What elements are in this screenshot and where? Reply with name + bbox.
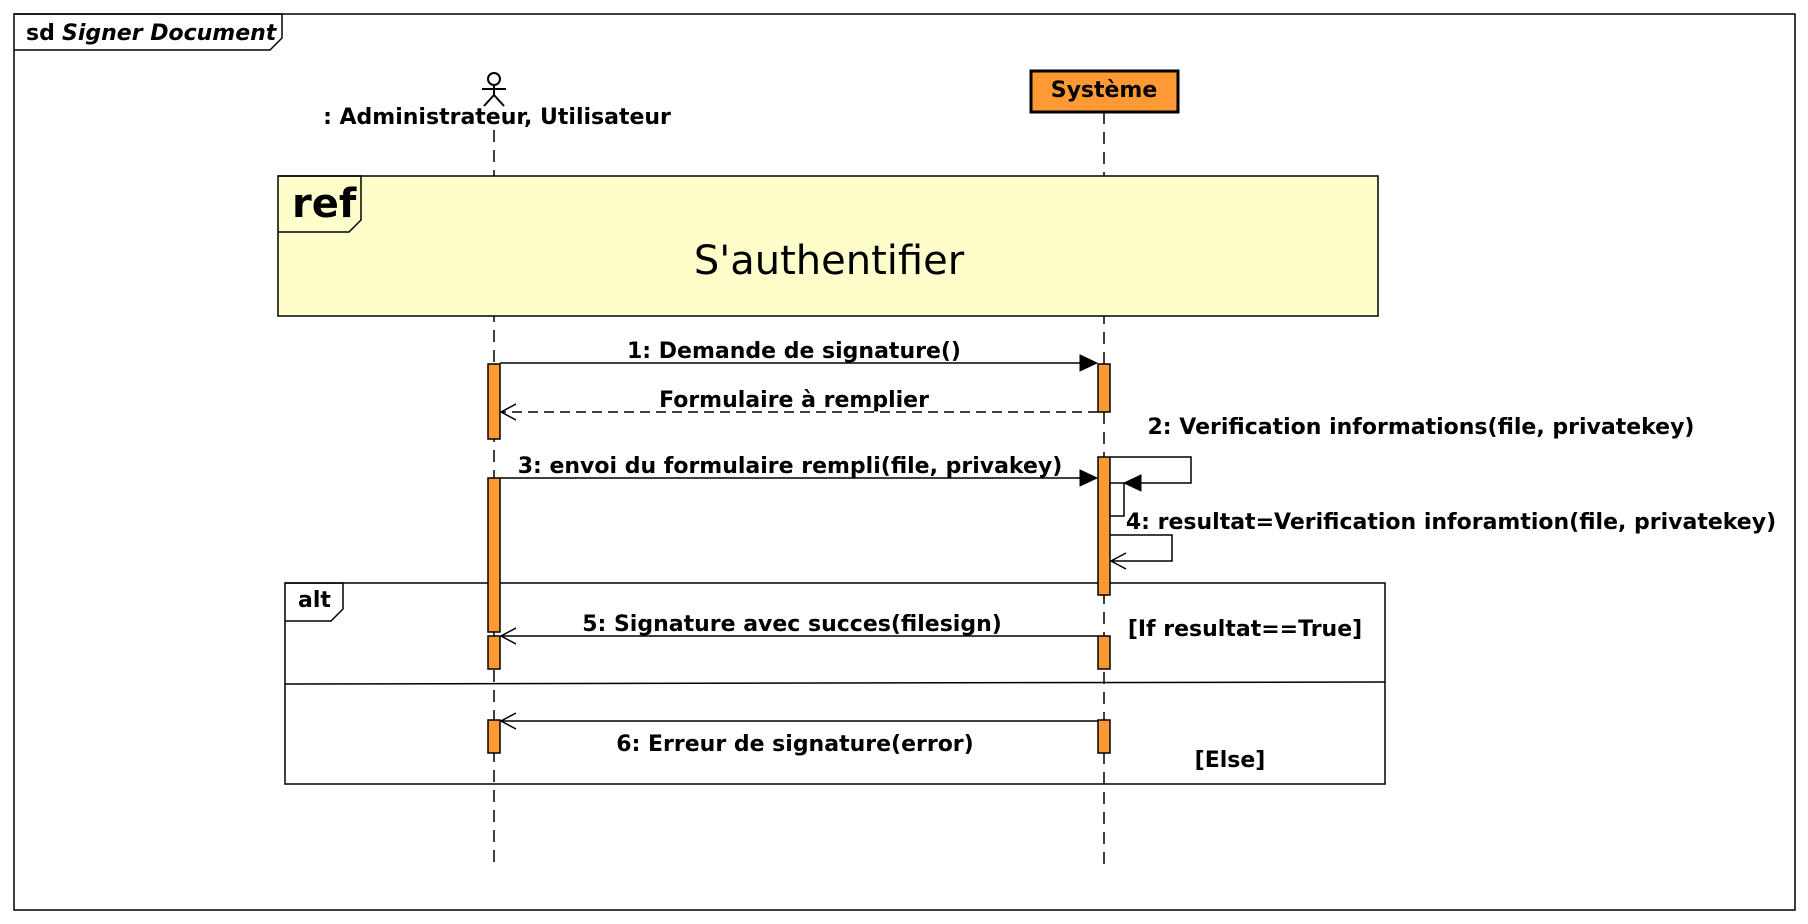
system-activation-nested: [1109, 482, 1125, 517]
open-arrowhead-icon: [499, 627, 517, 645]
alt-separator: [284, 681, 1386, 685]
message-2-label: 2: Verification informations(file, priva…: [1148, 415, 1695, 440]
sd-frame: sd Signer Document: [13, 13, 1796, 911]
actor-activation-4: [487, 719, 501, 754]
message-1: 1: Demande de signature(): [500, 339, 1099, 372]
actor-activation-3: [487, 635, 501, 670]
actor-label: : Administrateur, Utilisateur: [323, 105, 671, 130]
sd-frame-tab: [14, 13, 283, 51]
reply-1-label: Formulaire à remplier: [659, 388, 929, 413]
ref-box: [277, 175, 1379, 317]
system-activation-4: [1097, 719, 1111, 754]
stick-figure-icon: [482, 72, 506, 107]
alt-fragment: alt [If resultat==True] [Else]: [284, 582, 1386, 785]
open-arrowhead-icon: [499, 403, 517, 421]
system-label: Système: [1051, 78, 1158, 103]
ref-name: S'authentifier: [694, 238, 965, 284]
message-6-label: 6: Erreur de signature(error): [616, 732, 973, 757]
open-arrowhead-icon: [499, 712, 517, 730]
system-activation-3: [1097, 635, 1111, 670]
filled-arrowhead-icon: [1079, 354, 1099, 372]
message-5-label: 5: Signature avec succes(filesign): [582, 612, 1002, 637]
message-5: 5: Signature avec succes(filesign): [499, 612, 1098, 645]
ref-tag: ref: [292, 181, 357, 227]
alt-tag: alt: [298, 588, 331, 613]
reply-1: Formulaire à remplier: [499, 388, 1098, 421]
alt-tab: [285, 582, 344, 622]
actor-lifeline: : Administrateur, Utilisateur: [323, 72, 671, 866]
open-arrowhead-icon: [1109, 552, 1127, 570]
filled-arrowhead-icon: [1079, 469, 1099, 487]
sd-title: Signer Document: [62, 21, 278, 46]
guard-true: [If resultat==True]: [1128, 617, 1362, 642]
guard-else: [Else]: [1195, 748, 1266, 773]
ref-tab: [278, 175, 362, 233]
message-2: 2: Verification informations(file, priva…: [1110, 415, 1695, 492]
filled-arrowhead-icon: [1122, 474, 1142, 492]
message-4-label: 4: resultat=Verification inforamtion(fil…: [1126, 510, 1776, 535]
message-3-label: 3: envoi du formulaire rempli(file, priv…: [518, 454, 1063, 479]
actor-activation-1: [487, 363, 501, 440]
message-1-label: 1: Demande de signature(): [627, 339, 961, 364]
system-activation-2: [1097, 456, 1111, 596]
message-6: 6: Erreur de signature(error): [499, 712, 1098, 757]
message-3: 3: envoi du formulaire rempli(file, priv…: [500, 454, 1099, 487]
actor-activation-2: [487, 477, 501, 633]
ref-fragment: ref S'authentifier: [277, 175, 1379, 317]
sd-keyword: sd: [26, 21, 55, 46]
sd-frame-border: [13, 13, 1796, 911]
system-activation-1: [1097, 363, 1111, 413]
message-4: 4: resultat=Verification inforamtion(fil…: [1109, 510, 1776, 570]
